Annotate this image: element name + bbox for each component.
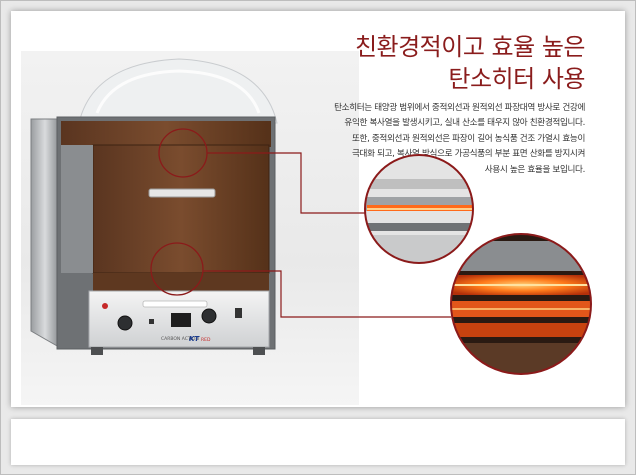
headline-line-1: 친환경적이고 효율 높은 [354, 33, 586, 61]
brand-suffix: RED [201, 337, 211, 343]
digital-display [171, 313, 191, 327]
glass-dome [78, 58, 278, 124]
description: 탄소히터는 태양광 범위에서 중적외선과 원적외선 파장대역 방사로 건강에 유… [255, 101, 585, 178]
brand-logo: KT [189, 335, 200, 343]
footer-bar [11, 419, 625, 465]
description-line: 사용시 높은 효율을 보입니다. [484, 164, 586, 175]
timer-knob[interactable] [201, 308, 217, 324]
power-switch[interactable] [235, 308, 242, 318]
model-caption: CARBON ACTION [161, 336, 199, 342]
headline: 친환경적이고 효율 높은 탄소히터 사용 [354, 31, 586, 95]
control-panel: CARBON ACTION KT RED [102, 300, 242, 343]
temperature-knob[interactable] [117, 315, 133, 331]
callout-line-top [207, 152, 365, 214]
description-line: 탄소히터는 태양광 범위에서 중적외선과 원적외선 파장대역 방사로 건강에 [334, 103, 585, 113]
headline-line-2: 탄소히터 사용 [448, 65, 585, 93]
heater-detail-image-bottom [450, 233, 592, 375]
callout-marker-bottom [150, 242, 204, 296]
description-line: 또한, 중적외선과 원적외선은 파장이 길어 농식품 건조 가열시 효능이 [351, 133, 585, 144]
heater-detail-image-top [364, 154, 474, 264]
description-line: 극대화 되고, 복사열 방식으로 가공식품의 부분 표면 산화를 방지시켜 [351, 149, 585, 160]
callout-line-bottom [203, 270, 451, 318]
power-indicator-icon [102, 303, 108, 309]
description-line: 유익한 복사열을 발생시키고, 실내 산소를 태우지 않아 친환경적입니다. [344, 118, 585, 129]
oven-body [30, 116, 276, 355]
